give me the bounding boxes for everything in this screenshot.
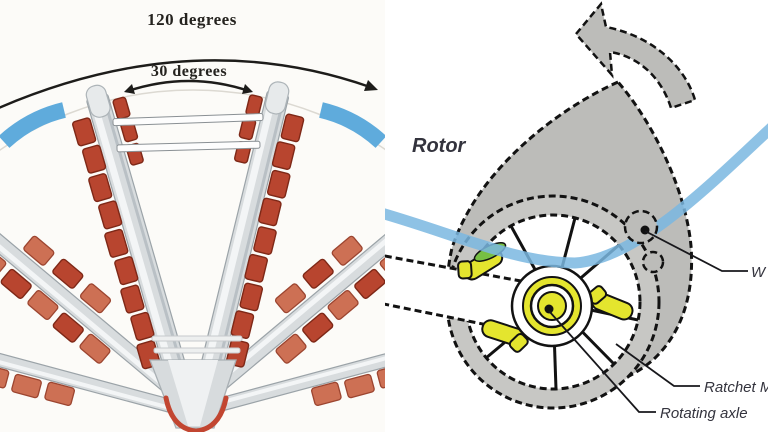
outer-angle-label: 120 degrees [147, 10, 237, 29]
tie-rod-lower [116, 140, 261, 153]
leader-line-axle [548, 310, 656, 413]
angle-arc-120 [0, 59, 378, 109]
weight-circles [623, 209, 665, 274]
blue-arc-segment-right [319, 102, 385, 148]
fan-hub [149, 359, 237, 432]
rotor-diagram: Rotor W Ratchet Me Rotating axle [385, 0, 768, 432]
hub-red-chevron-left [163, 395, 198, 432]
angle-fan-diagram: 120 degrees 30 degrees [0, 10, 385, 432]
tie-rod-bottom-2 [153, 347, 241, 354]
weight-label: W [751, 264, 767, 281]
rotating-axle-label: Rotating axle [660, 405, 748, 422]
ratchet-pawl-bottom [481, 319, 529, 353]
inner-angle-label: 30 degrees [151, 63, 227, 80]
water-line [385, 123, 768, 269]
rail-vertical-right [192, 81, 305, 405]
hub-red-chevron-right [194, 395, 229, 432]
blue-arc-segment-left [0, 102, 66, 148]
tie-rod-bottom-1 [151, 335, 243, 342]
construction-circle [0, 89, 385, 152]
leader-line-weight [644, 230, 748, 272]
rotor-label: Rotor [412, 135, 467, 157]
rail-vertical-left [71, 84, 196, 405]
ratchet-mechanism-label: Ratchet Me [704, 379, 768, 396]
rotation-arrow-icon [574, 1, 697, 110]
rotating-axle-hub [510, 264, 594, 348]
angle-arc-30 [124, 79, 253, 94]
leader-line-ratchet [615, 343, 700, 387]
tie-rod-upper [112, 113, 264, 127]
